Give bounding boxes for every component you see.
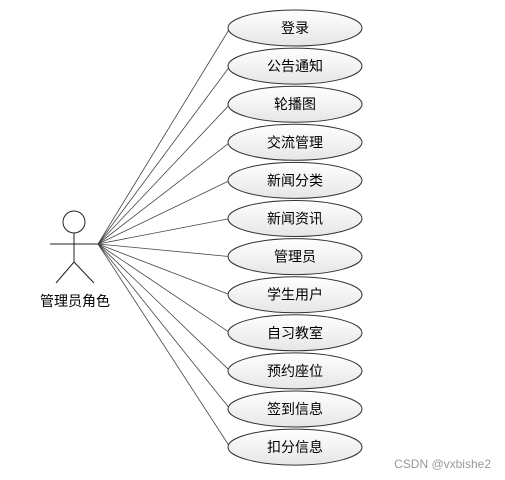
use-case-label: 预约座位 — [267, 364, 323, 380]
use-case-ellipse — [227, 123, 363, 161]
use-case-ellipse — [227, 390, 363, 428]
use-case: 签到信息 — [227, 390, 363, 428]
use-case-label: 交流管理 — [267, 134, 323, 151]
association-line — [97, 180, 231, 245]
use-case: 登录 — [227, 9, 363, 47]
use-case: 新闻分类 — [227, 161, 363, 199]
use-case-label: 公告通知 — [267, 58, 323, 75]
association-line — [97, 243, 231, 296]
actor-head — [62, 210, 86, 234]
use-case-ellipse — [227, 238, 363, 276]
actor-left-leg — [55, 261, 75, 284]
use-cases: 登录公告通知轮播图交流管理新闻分类新闻资讯管理员学生用户自习教室预约座位签到信息… — [227, 9, 363, 466]
association-line — [97, 243, 231, 257]
association-line — [97, 243, 231, 372]
use-case-label: 扣分信息 — [267, 439, 323, 456]
use-case-ellipse — [227, 314, 363, 352]
association-line — [97, 243, 231, 448]
association-line — [97, 243, 231, 410]
watermark: CSDN @vxbishe2 — [394, 457, 491, 471]
association-line — [97, 103, 231, 245]
use-case-label: 学生用户 — [267, 287, 323, 304]
association-line — [97, 141, 231, 245]
use-case-label: 新闻分类 — [267, 173, 323, 189]
use-case-label: 新闻资讯 — [267, 212, 323, 228]
use-case: 新闻资讯 — [227, 200, 363, 237]
association-line — [97, 27, 231, 245]
use-case-ellipse — [227, 47, 363, 85]
use-case-label: 签到信息 — [267, 401, 323, 418]
association-lines — [97, 27, 231, 448]
use-case-label: 轮播图 — [274, 97, 316, 113]
use-case: 学生用户 — [227, 276, 363, 314]
actor-figure: 管理员角色 — [40, 210, 110, 310]
use-case-label: 管理员 — [274, 250, 316, 266]
use-case: 预约座位 — [227, 352, 363, 390]
use-case-label: 登录 — [281, 21, 309, 37]
use-case: 管理员 — [227, 238, 363, 276]
use-case: 自习教室 — [227, 314, 363, 352]
association-line — [97, 243, 231, 334]
actor-label: 管理员角色 — [40, 293, 110, 310]
use-case-ellipse — [227, 428, 363, 466]
use-case: 扣分信息 — [227, 428, 363, 466]
use-case-ellipse — [227, 85, 363, 123]
use-case: 公告通知 — [227, 47, 363, 85]
association-line — [97, 65, 231, 245]
use-case-label: 自习教室 — [267, 325, 323, 342]
use-case: 交流管理 — [227, 123, 363, 161]
use-case-ellipse — [227, 161, 363, 199]
use-case-ellipse — [227, 9, 363, 47]
use-case-ellipse — [227, 200, 363, 237]
association-line — [97, 218, 231, 245]
use-case-ellipse — [227, 276, 363, 314]
use-case-ellipse — [227, 352, 363, 390]
actor-right-leg — [73, 261, 95, 284]
use-case: 轮播图 — [227, 85, 363, 123]
